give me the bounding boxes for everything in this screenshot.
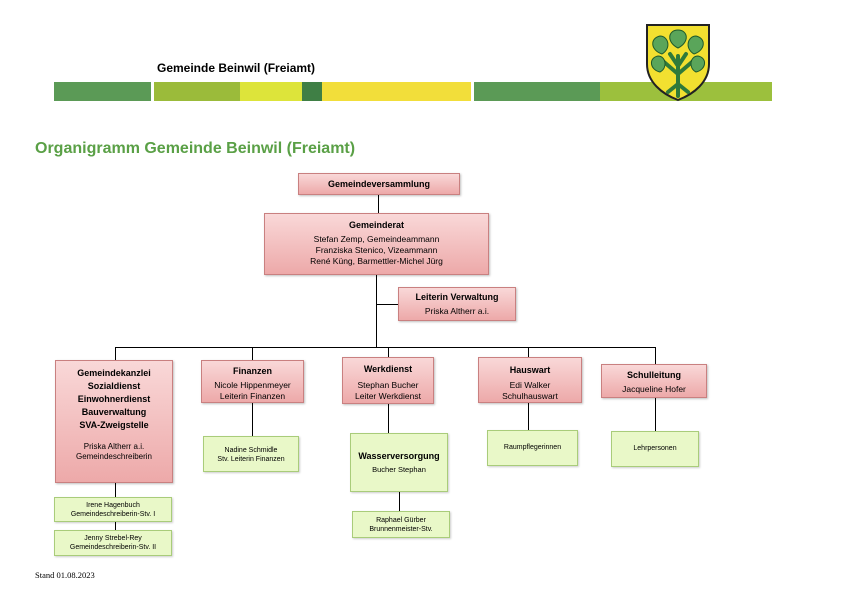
connector-line	[376, 275, 377, 347]
node-caretaker-person: Edi Walker	[509, 380, 551, 391]
stand-date: Stand 01.08.2023	[35, 570, 95, 580]
band-segment	[322, 82, 471, 101]
node-water-person: Bucher Stephan	[372, 465, 426, 475]
connector-line	[388, 347, 389, 357]
council-member: Stefan Zemp, Gemeindeammann	[313, 234, 440, 245]
chancery-function: Bauverwaltung	[81, 407, 147, 418]
node-works: Werkdienst Stephan Bucher Leiter Werkdie…	[342, 357, 434, 404]
deputy-person: Jenny Strebel-Rey	[84, 535, 142, 542]
municipality-name: Gemeinde Beinwil (Freiamt)	[157, 61, 316, 75]
chancery-function: Sozialdienst	[87, 381, 141, 392]
node-caretaker-role: Schulhauswart	[502, 390, 558, 401]
node-council: Gemeinderat Stefan Zemp, Gemeindeammann …	[264, 213, 489, 275]
connector-line	[655, 398, 656, 431]
node-chancery-person: Priska Altherr a.i.	[83, 442, 145, 452]
node-works-role: Leiter Werkdienst	[355, 390, 421, 401]
connector-line	[388, 404, 389, 433]
node-finance-role: Leiterin Finanzen	[219, 390, 286, 401]
connector-line	[115, 347, 116, 360]
connector-line	[528, 403, 529, 430]
node-caretaker-title: Hauswart	[509, 365, 551, 375]
node-assembly: Gemeindeversammlung	[298, 173, 460, 195]
band-segment	[240, 82, 302, 101]
deputy-role: Gemeindeschreiberin-Stv. II	[69, 543, 157, 551]
connector-line	[528, 347, 529, 357]
node-water-title: Wasserversorgung	[358, 451, 440, 461]
node-chancery-role: Gemeindeschreiberin	[75, 452, 153, 462]
node-finance-person: Nicole Hippenmeyer	[214, 380, 291, 391]
deputy-person: Nadine Schmidle	[224, 447, 278, 454]
node-school-sub-label: Lehrpersonen	[633, 445, 677, 452]
band-segment	[474, 82, 600, 101]
node-caretaker-sub-label: Raumpflegerinnen	[503, 444, 562, 451]
node-caretaker-sub: Raumpflegerinnen	[487, 430, 578, 466]
connector-line	[115, 522, 116, 530]
connector-line	[115, 483, 116, 497]
connector-line	[252, 403, 253, 436]
node-council-title: Gemeinderat	[348, 220, 405, 230]
node-works-title: Werkdienst	[363, 364, 413, 374]
chancery-function: Einwohnerdienst	[77, 394, 151, 405]
connector-line	[655, 347, 656, 364]
node-school-sub: Lehrpersonen	[611, 431, 699, 467]
node-assembly-title: Gemeindeversammlung	[327, 179, 431, 189]
node-finance-deputy: Nadine Schmidle Stv. Leiterin Finanzen	[203, 436, 299, 472]
deputy-person: Irene Hagenbuch	[86, 502, 140, 509]
node-school-person: Jacqueline Hofer	[622, 384, 686, 395]
node-works-person: Stephan Bucher	[357, 380, 419, 391]
page-title: Organigramm Gemeinde Beinwil (Freiamt)	[35, 140, 356, 157]
connector-line	[115, 347, 656, 348]
council-member: Franziska Stenico, Vizeammann	[315, 244, 438, 255]
connector-line	[252, 347, 253, 360]
node-finance: Finanzen Nicole Hippenmeyer Leiterin Fin…	[201, 360, 304, 403]
council-member: René Küng, Barmettler-Michel Jürg	[310, 255, 443, 266]
chancery-function: Gemeindekanzlei	[77, 368, 151, 378]
band-segment	[154, 82, 240, 101]
band-segment	[302, 82, 322, 101]
node-chancery: Gemeindekanzlei Sozialdienst Einwohnerdi…	[55, 360, 173, 483]
coat-of-arms-icon	[646, 24, 710, 102]
deputy-role: Stv. Leiterin Finanzen	[217, 455, 285, 463]
node-caretaker: Hauswart Edi Walker Schulhauswart	[478, 357, 582, 403]
node-admin: Leiterin Verwaltung Priska Altherr a.i.	[398, 287, 516, 321]
band-segment	[54, 82, 151, 101]
connector-line	[376, 304, 398, 305]
node-water-deputy: Raphael Gürber Brunnenmeister-Stv.	[352, 511, 450, 538]
chancery-function: SVA-Zweigstelle	[79, 420, 149, 431]
connector-line	[378, 195, 379, 213]
connector-line	[399, 492, 400, 511]
node-school-title: Schulleitung	[627, 370, 681, 380]
node-school: Schulleitung Jacqueline Hofer	[601, 364, 707, 398]
node-chancery-deputy-1: Irene Hagenbuch Gemeindeschreiberin-Stv.…	[54, 497, 172, 522]
node-finance-title: Finanzen	[232, 366, 272, 376]
deputy-role: Brunnenmeister-Stv.	[369, 525, 433, 533]
node-water: Wasserversorgung Bucher Stephan	[350, 433, 448, 492]
node-admin-person: Priska Altherr a.i.	[424, 306, 490, 317]
node-chancery-deputy-2: Jenny Strebel-Rey Gemeindeschreiberin-St…	[54, 530, 172, 556]
deputy-person: Raphael Gürber	[376, 517, 426, 524]
node-admin-title: Leiterin Verwaltung	[415, 292, 499, 302]
deputy-role: Gemeindeschreiberin-Stv. I	[70, 510, 156, 518]
